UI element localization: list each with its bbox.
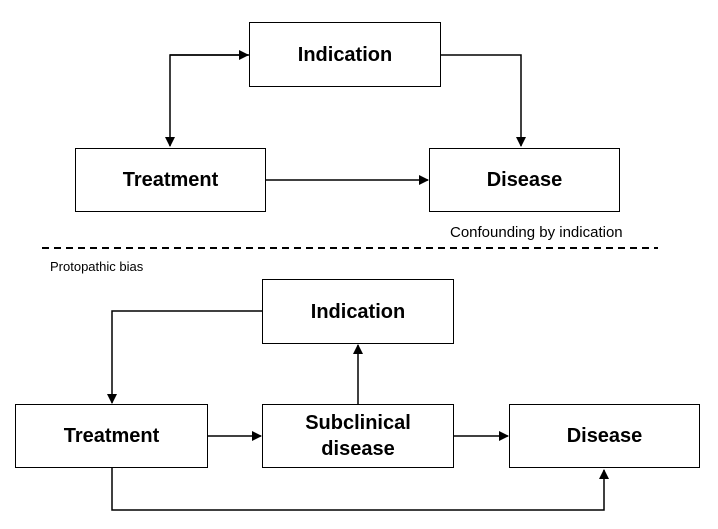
node-subclinical-line1: Subclinical: [305, 412, 411, 434]
node-treatment-top: Treatment: [75, 148, 266, 212]
node-disease-top-label: Disease: [486, 169, 563, 191]
node-treatment-top-label: Treatment: [122, 169, 219, 191]
node-indication-bottom-label: Indication: [310, 300, 406, 323]
node-treatment-bottom-label: Treatment: [63, 425, 160, 447]
node-subclinical-disease: Subclinical disease: [262, 404, 454, 468]
node-indication-bottom: Indication: [262, 279, 454, 344]
caption-protopathic-bias: Protopathic bias: [50, 259, 144, 274]
arrow-indication-to-treatment-bottom: [107, 310, 262, 404]
node-disease-bottom: Disease: [509, 404, 700, 468]
caption-confounding-by-indication: Confounding by indication: [450, 224, 623, 241]
node-treatment-bottom: Treatment: [15, 404, 208, 468]
node-indication-top: Indication: [249, 22, 441, 87]
node-disease-bottom-label: Disease: [566, 425, 643, 447]
node-subclinical-line2: disease: [321, 438, 395, 460]
arrow-indication-to-treatment-top: [165, 54, 249, 147]
node-disease-top: Disease: [429, 148, 620, 212]
arrow-indication-to-disease-top: [441, 54, 526, 147]
node-indication-top-label: Indication: [297, 43, 393, 66]
arrow-treatment-to-disease-bottom: [111, 468, 609, 511]
